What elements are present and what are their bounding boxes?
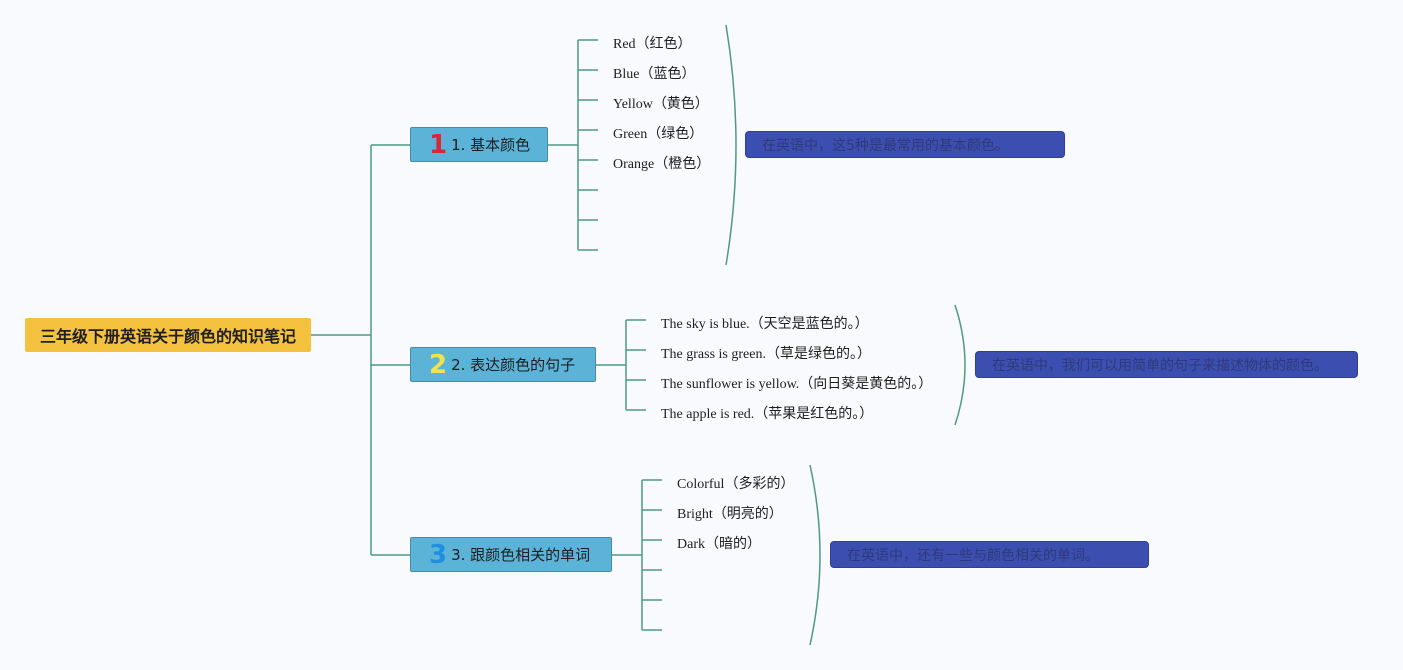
leaf-colorful[interactable]: Colorful（多彩的） (677, 477, 795, 492)
leaf-dark[interactable]: Dark（暗的） (677, 537, 761, 552)
number-three-icon: 3 (429, 539, 448, 570)
leaf-sunflower-yellow[interactable]: The sunflower is yellow.（向日葵是黄色的。） (661, 377, 933, 392)
number-one-icon: 1 (429, 129, 448, 160)
summary-bracket (809, 464, 821, 646)
leaf-red[interactable]: Red（红色） (613, 37, 692, 52)
summary-bracket (725, 24, 737, 266)
summary-note-basic-colors[interactable]: 在英语中，这5种是最常用的基本颜色。 (745, 131, 1065, 158)
summary-note-words[interactable]: 在英语中，还有一些与颜色相关的单词。 (830, 541, 1149, 568)
root-topic[interactable]: 三年级下册英语关于颜色的知识笔记 (25, 318, 311, 352)
summary-bracket (954, 304, 966, 426)
leaf-sky-blue[interactable]: The sky is blue.（天空是蓝色的。） (661, 317, 869, 332)
branch-label: 2. 表达颜色的句子 (451, 356, 576, 374)
leaf-apple-red[interactable]: The apple is red.（苹果是红色的。） (661, 407, 874, 422)
branch-basic-colors[interactable]: 1 1. 基本颜色 (410, 127, 548, 162)
branch-color-sentences[interactable]: 2 2. 表达颜色的句子 (410, 347, 596, 382)
leaf-blue[interactable]: Blue（蓝色） (613, 67, 696, 82)
summary-note-sentences[interactable]: 在英语中，我们可以用简单的句子来描述物体的颜色。 (975, 351, 1358, 378)
number-two-icon: 2 (429, 349, 448, 380)
note-text: 在英语中，我们可以用简单的句子来描述物体的颜色。 (992, 357, 1328, 374)
leaf-yellow[interactable]: Yellow（黄色） (613, 97, 709, 112)
leaf-bright[interactable]: Bright（明亮的） (677, 507, 783, 522)
leaf-green[interactable]: Green（绿色） (613, 127, 704, 142)
leaf-grass-green[interactable]: The grass is green.（草是绿色的。） (661, 347, 871, 362)
branch-label: 1. 基本颜色 (451, 136, 531, 154)
note-text: 在英语中，这5种是最常用的基本颜色。 (762, 137, 1009, 154)
note-text: 在英语中，还有一些与颜色相关的单词。 (847, 547, 1099, 564)
branch-label: 3. 跟颜色相关的单词 (451, 546, 591, 564)
leaf-orange[interactable]: Orange（橙色） (613, 157, 711, 172)
branch-color-words[interactable]: 3 3. 跟颜色相关的单词 (410, 537, 612, 572)
root-topic-label: 三年级下册英语关于颜色的知识笔记 (39, 327, 296, 346)
